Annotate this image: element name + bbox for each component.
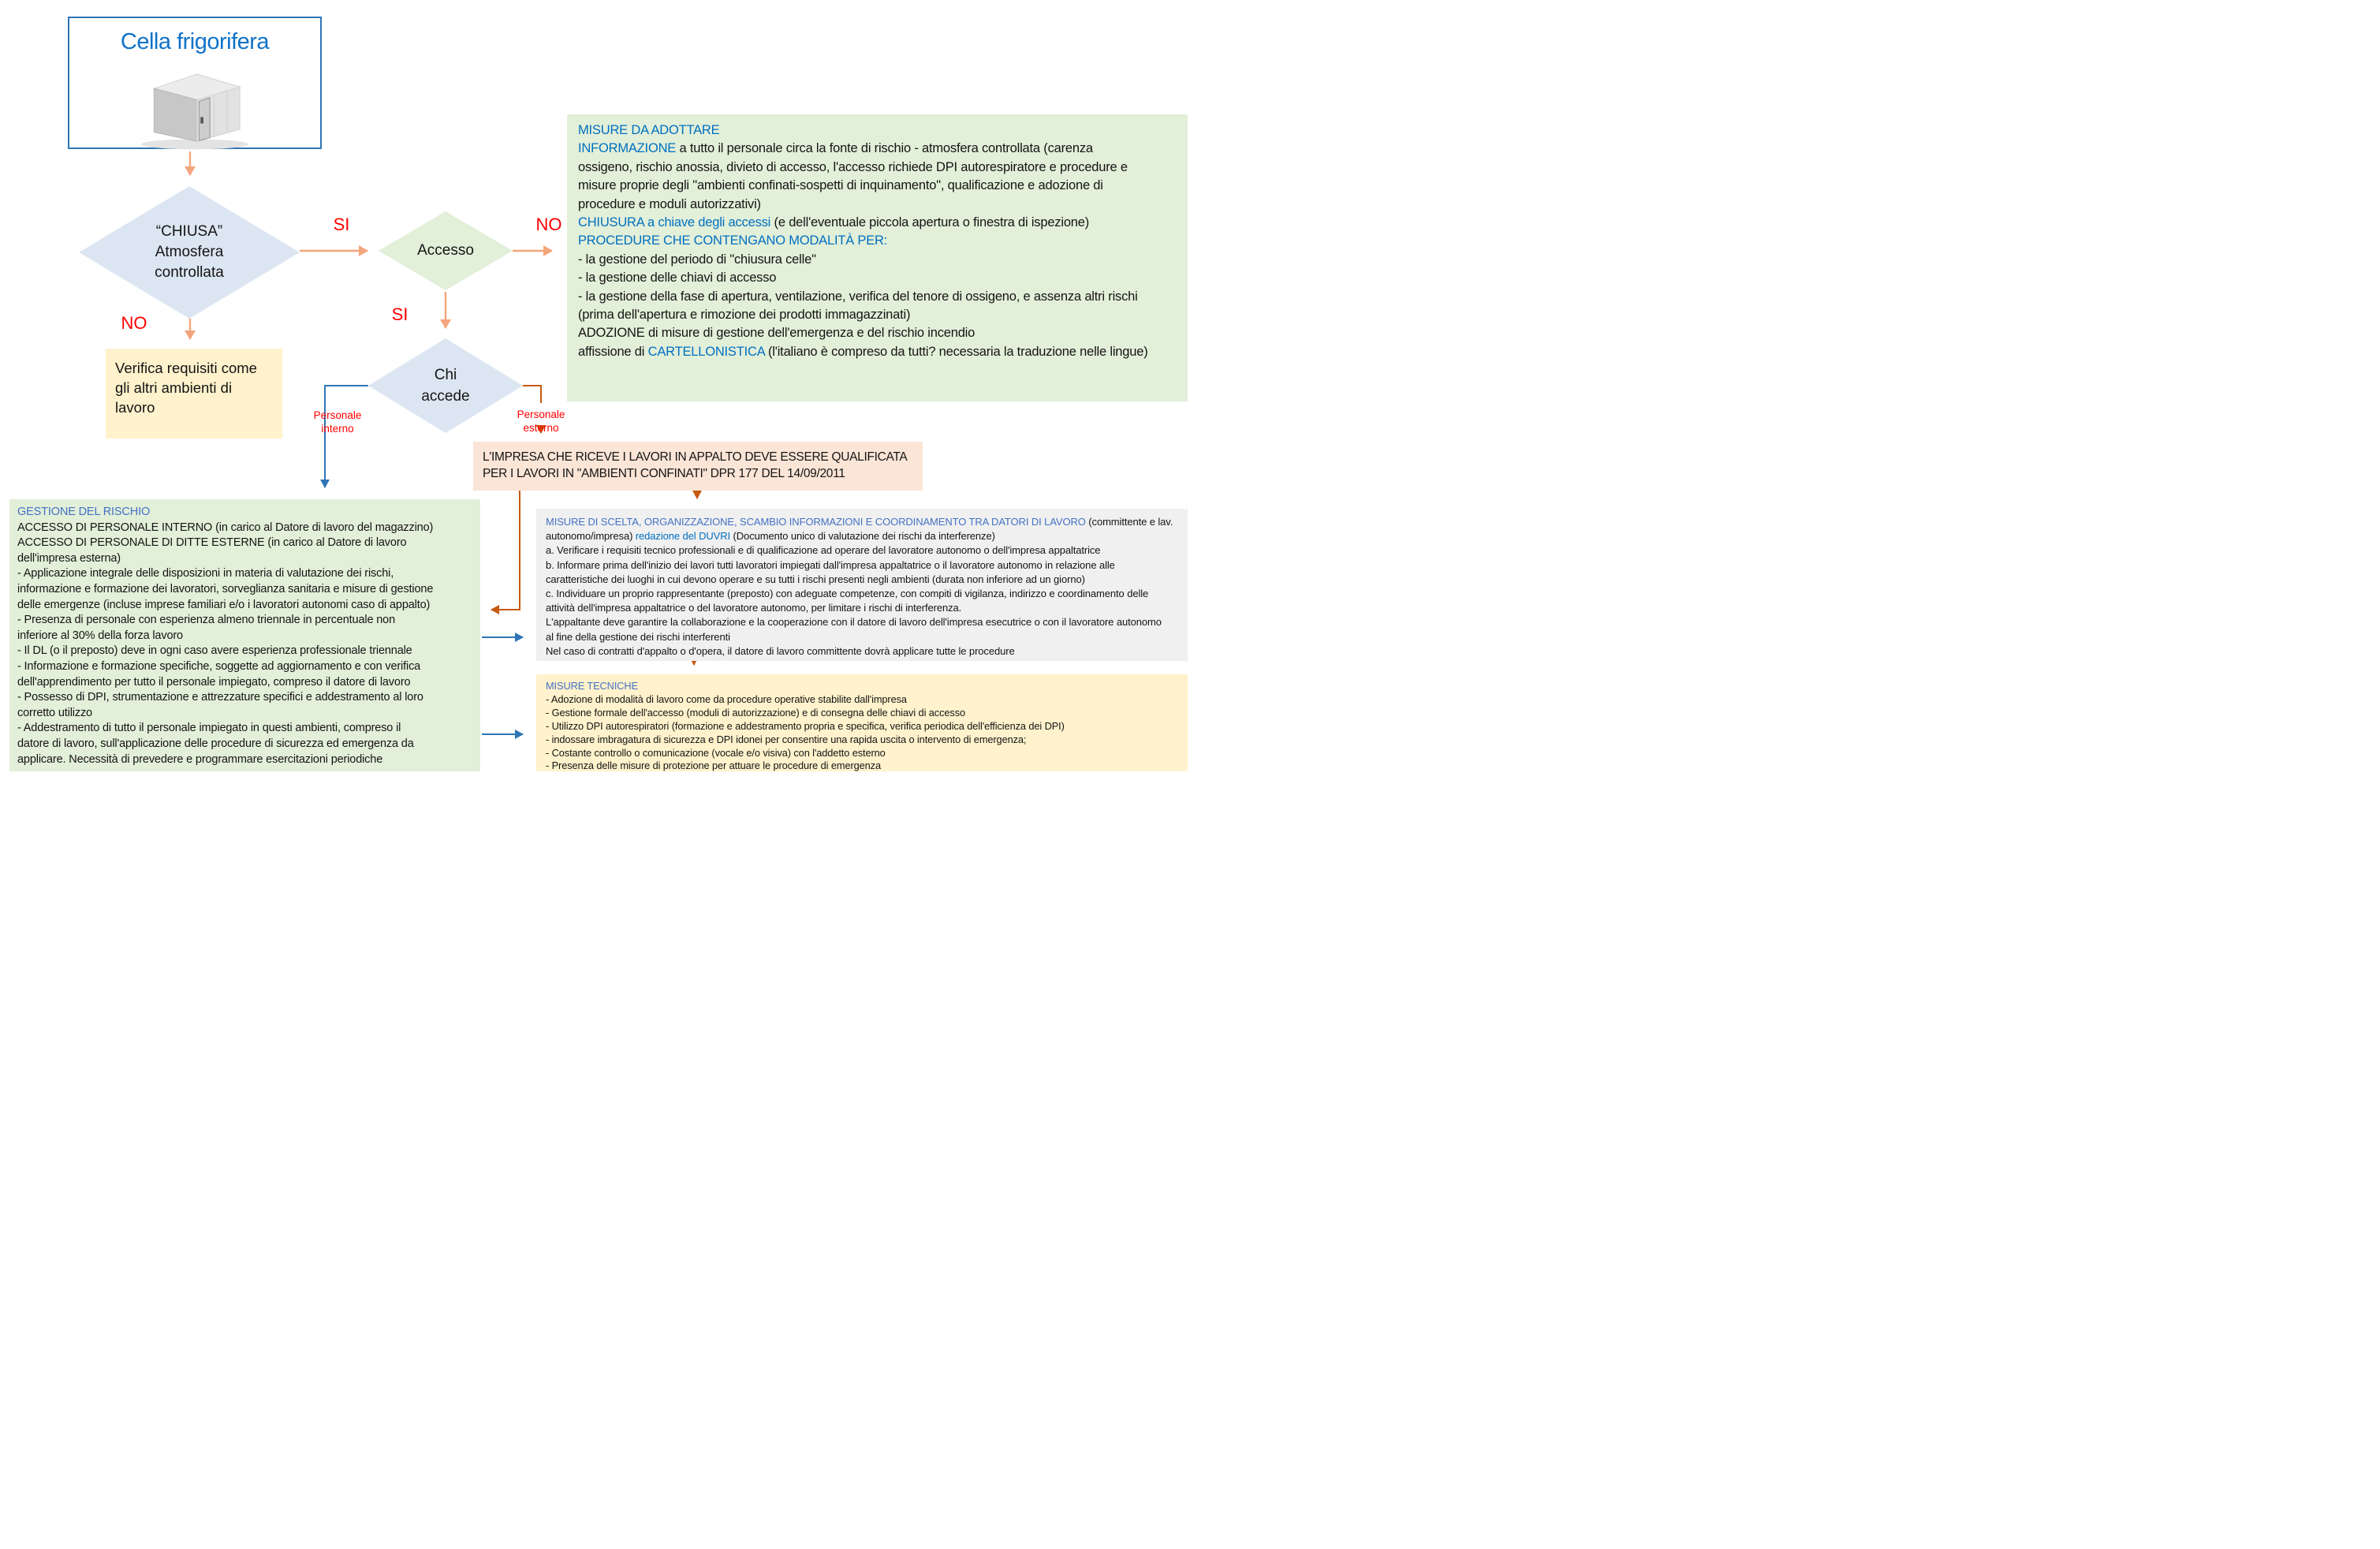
label-si-accesso: SI [333,215,350,234]
page-title: Cella frigorifera [120,29,270,54]
box-misure-di-scelta-coordinamento: MISURE DI SCELTA, ORGANIZZAZIONE, SCAMBI… [536,509,1188,661]
arrow-chiaccede-interno-to-gestione [320,385,368,488]
label-no-chiusa: NO [121,313,147,333]
box-impresa-qualificata: L'IMPRESA CHE RICEVE I LAVORI IN APPALTO… [473,442,923,491]
cella-frigorifera-box: Cella frigorifera [68,17,322,150]
box-misure-tecniche: MISURE TECNICHE- Adozione di modalità di… [536,674,1188,771]
decision-accesso: Accesso [379,211,513,290]
arrow-impresa-to-gestione [491,491,520,614]
label-no-accesso: NO [535,215,562,234]
decision-accesso-label: Accesso [417,242,474,259]
cold-room-image [140,73,249,150]
label-si-chi-accede: SI [391,304,408,324]
line-chiaccede-esterno [523,385,542,403]
